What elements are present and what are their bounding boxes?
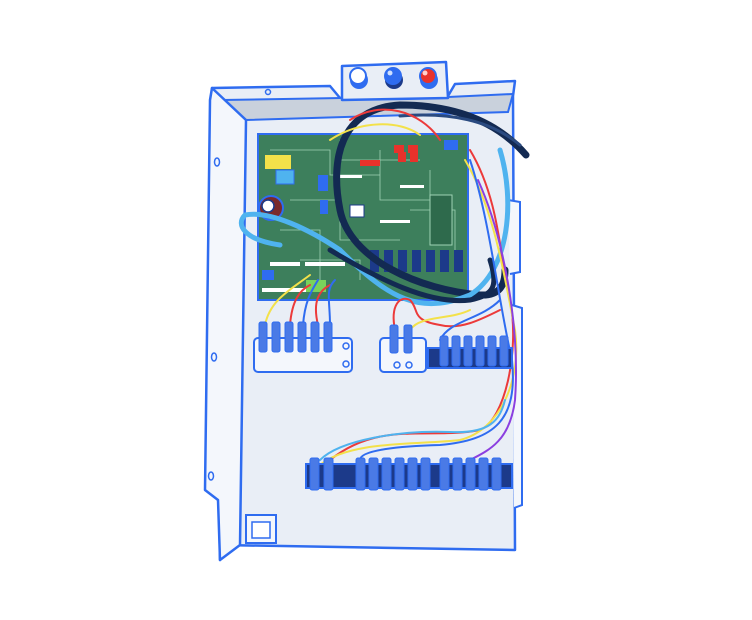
circuit-board-icon: [257, 133, 469, 301]
right-bracket: [511, 304, 523, 509]
wire-blue: [302, 279, 336, 326]
wire-yellow: [409, 309, 471, 331]
dark-cable: [327, 247, 497, 304]
indicator-housing: [340, 60, 450, 102]
terminal-block-icon: [427, 335, 513, 369]
wire-red: [392, 297, 501, 331]
terminal-block-icon: [305, 457, 513, 491]
wire-blue: [439, 299, 501, 341]
light-cable: [238, 147, 511, 307]
mount-hole: [264, 88, 272, 96]
wire-yellow: [264, 274, 311, 326]
mount-hole: [213, 157, 221, 167]
terminal-block-icon: [253, 321, 353, 373]
wire-blue: [359, 159, 514, 461]
right-bracket: [507, 199, 521, 275]
mount-hole: [207, 471, 215, 481]
indicator-light-blue-icon: [384, 67, 403, 89]
indicator-light-white-icon: [349, 67, 368, 89]
terminal-block-icon: [379, 324, 427, 373]
wire-yellow: [319, 123, 518, 466]
dark-cable: [398, 113, 522, 147]
mount-hole: [210, 352, 218, 362]
indicator-light-red-icon: [419, 67, 438, 89]
ground-lug-inner: [251, 521, 271, 539]
cables: [238, 101, 530, 466]
wire-lightblue: [319, 399, 506, 461]
enclosure-left-side: [203, 86, 248, 562]
wire-red: [289, 284, 331, 326]
wire-purple: [469, 179, 517, 461]
